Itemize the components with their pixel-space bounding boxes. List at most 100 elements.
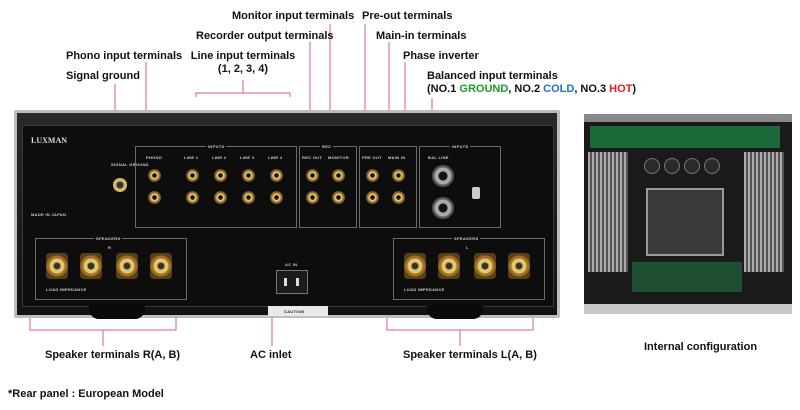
label-monitor-input: Monitor input terminals — [232, 10, 355, 22]
caution-label: CAUTION — [268, 306, 328, 316]
label-internal-configuration: Internal configuration — [644, 341, 758, 353]
balanced-hot: HOT — [609, 83, 633, 95]
speakers-l-group: SPEAKERS L LOAD IMPEDANCE — [393, 236, 545, 300]
speaker-r-post-2 — [80, 253, 102, 279]
line2-jack-l — [214, 169, 227, 182]
rear-panel-illustration: LUXMAN MADE IN JAPAN SIGNAL GROUND INPUT… — [14, 110, 560, 319]
signal-ground-text: SIGNAL GROUND — [111, 162, 149, 167]
made-in-japan-text: MADE IN JAPAN — [31, 212, 67, 217]
balanced-mid2: , NO.3 — [574, 83, 610, 95]
foot-right — [427, 305, 483, 319]
speaker-l-post-2 — [438, 253, 460, 279]
capacitor-2 — [664, 158, 680, 174]
balanced-mid1: , NO.2 — [508, 83, 544, 95]
inputs-group: INPUTS PHONO LINE 1 LINE 2 LINE 3 LINE 4 — [135, 144, 297, 228]
label-balanced-input: Balanced input terminals — [427, 70, 558, 82]
line3-text: LINE 3 — [240, 155, 255, 160]
label-recorder-output: Recorder output terminals — [196, 30, 334, 42]
right-heatsink — [744, 152, 784, 272]
label-speaker-r: Speaker terminals R(A, B) — [45, 349, 181, 361]
label-phase-inverter: Phase inverter — [403, 50, 479, 62]
balanced-cold: COLD — [543, 83, 575, 95]
line3-jack-r — [242, 191, 255, 204]
rec-title: REC — [320, 144, 334, 149]
r-channel-text: R — [108, 245, 112, 250]
main-in-text: MAIN IN — [388, 155, 406, 160]
l-channel-text: L — [466, 245, 469, 250]
brand-logo: LUXMAN — [31, 136, 67, 145]
line2-text: LINE 2 — [212, 155, 227, 160]
label-line-input-sub: (1, 2, 3, 4) — [217, 63, 269, 75]
speaker-r-post-4 — [150, 253, 172, 279]
label-line-input-title: Line input terminals — [190, 50, 296, 62]
label-balanced-pins: (NO.1 GROUND, NO.2 COLD, NO.3 HOT) — [427, 83, 636, 96]
load-impedance-r-text: LOAD IMPEDANCE — [46, 287, 87, 292]
speakers-r-title: SPEAKERS — [94, 236, 123, 241]
rec-out-jack-l — [306, 169, 319, 182]
foot-left — [89, 305, 145, 319]
load-impedance-l-text: LOAD IMPEDANCE — [404, 287, 445, 292]
balanced-prefix: (NO.1 — [427, 83, 460, 95]
line4-jack-l — [270, 169, 283, 182]
phono-text: PHONO — [146, 155, 163, 160]
line2-jack-r — [214, 191, 227, 204]
label-ac-inlet: AC inlet — [250, 349, 292, 361]
pre-out-text: PRE OUT — [362, 155, 382, 160]
rec-out-text: REC OUT — [302, 155, 323, 160]
speakers-l-title: SPEAKERS — [452, 236, 481, 241]
capacitor-3 — [684, 158, 700, 174]
label-speaker-l: Speaker terminals L(A, B) — [403, 349, 537, 361]
balanced-group: INPUTS BAL LINE — [419, 144, 501, 228]
power-transformer — [646, 188, 724, 256]
label-phono-input: Phono input terminals — [66, 50, 183, 62]
speaker-l-post-4 — [508, 253, 530, 279]
inputs-title: INPUTS — [206, 144, 227, 149]
line4-jack-r — [270, 191, 283, 204]
caution-text: CAUTION — [284, 309, 305, 314]
phase-inverter-switch — [472, 187, 480, 199]
monitor-text: MONITOR — [328, 155, 349, 160]
speaker-r-post-1 — [46, 253, 68, 279]
phono-jack-l — [148, 169, 161, 182]
balanced-ground: GROUND — [459, 83, 509, 95]
ac-inlet-socket — [276, 270, 308, 294]
label-line-input: Line input terminals (1, 2, 3, 4) — [188, 50, 298, 76]
phono-jack-r — [148, 191, 161, 204]
line3-jack-l — [242, 169, 255, 182]
speakers-r-group: SPEAKERS R LOAD IMPEDANCE — [35, 236, 187, 300]
line1-jack-r — [186, 191, 199, 204]
capacitor-1 — [644, 158, 660, 174]
monitor-jack-l — [332, 169, 345, 182]
xlr-connector-l — [432, 165, 454, 187]
signal-ground-terminal — [113, 178, 127, 192]
line1-jack-l — [186, 169, 199, 182]
line1-text: LINE 1 — [184, 155, 199, 160]
speaker-l-post-1 — [404, 253, 426, 279]
main-in-jack-l — [392, 169, 405, 182]
label-signal-ground: Signal ground — [66, 70, 140, 82]
capacitor-4 — [704, 158, 720, 174]
bal-line-text: BAL LINE — [428, 155, 449, 160]
monitor-jack-r — [332, 191, 345, 204]
preout-mainin-group: PRE OUT MAIN IN — [359, 146, 417, 228]
pre-out-jack-l — [366, 169, 379, 182]
internal-configuration-photo — [584, 114, 792, 314]
speaker-r-post-3 — [116, 253, 138, 279]
main-in-jack-r — [392, 191, 405, 204]
rear-panel-face: LUXMAN MADE IN JAPAN SIGNAL GROUND INPUT… — [22, 125, 554, 316]
left-heatsink — [588, 152, 628, 272]
label-pre-out: Pre-out terminals — [362, 10, 453, 22]
top-circuit-board — [590, 126, 780, 148]
bottom-circuit-board — [632, 262, 742, 292]
rec-group: REC REC OUT MONITOR — [299, 144, 357, 228]
footnote: *Rear panel : European Model — [8, 388, 164, 400]
label-main-in: Main-in terminals — [376, 30, 467, 42]
inputs-right-title: INPUTS — [450, 144, 471, 149]
balanced-suffix: ) — [632, 83, 637, 95]
speaker-l-post-3 — [474, 253, 496, 279]
line4-text: LINE 4 — [268, 155, 283, 160]
rec-out-jack-r — [306, 191, 319, 204]
xlr-connector-r — [432, 197, 454, 219]
ac-in-text: AC IN — [285, 262, 298, 267]
pre-out-jack-r — [366, 191, 379, 204]
